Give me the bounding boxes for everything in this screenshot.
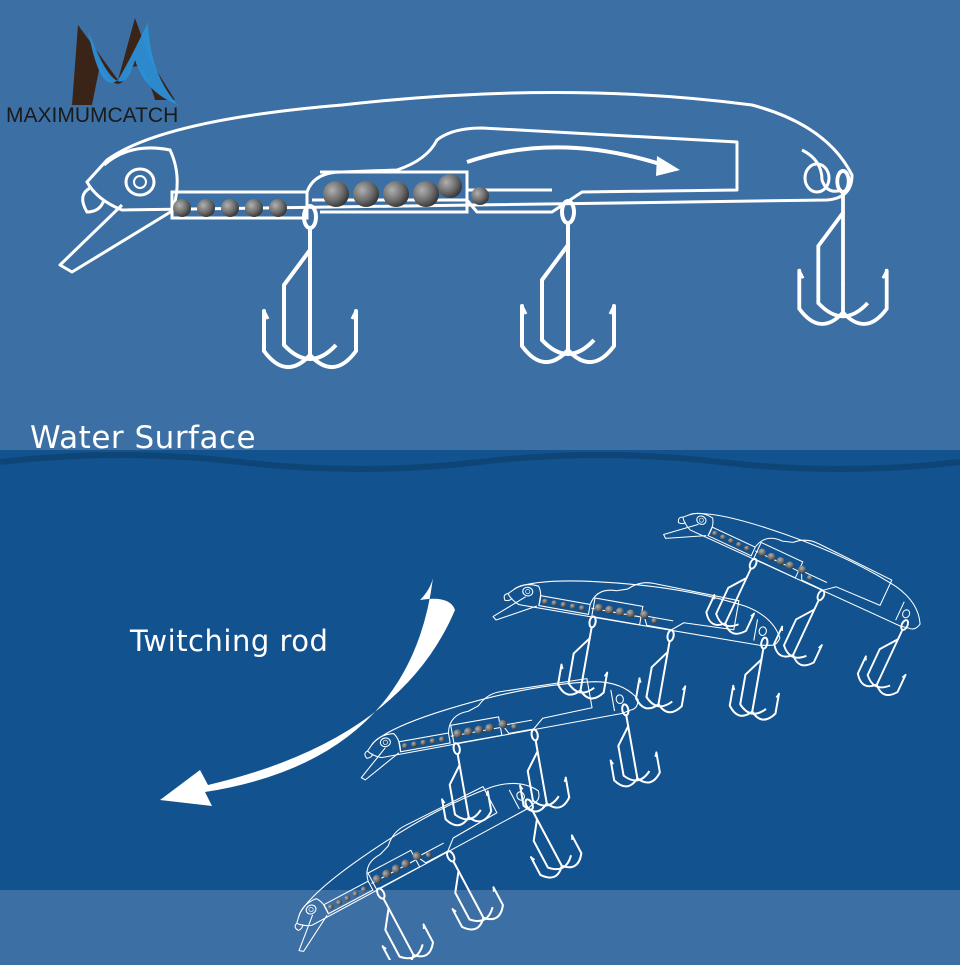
- water-background: [0, 450, 960, 890]
- ball-weight-icon: [383, 181, 409, 207]
- ball-weight-icon: [353, 181, 379, 207]
- curved-arrow-icon: [466, 145, 673, 170]
- ball-weight-icon: [471, 187, 489, 205]
- ball-weight-icon: [173, 199, 191, 217]
- brand-name: MAXIMUMCATCH: [6, 104, 179, 127]
- water-surface-line: [0, 452, 960, 472]
- ball-weight-icon: [221, 199, 239, 217]
- curved-arrow-icon: [160, 578, 455, 806]
- twitching-rod-label: Twitching rod: [130, 624, 329, 658]
- m-wave-logo-icon: [72, 18, 178, 105]
- ball-weight-icon: [245, 199, 263, 217]
- ball-weight-icon: [323, 181, 349, 207]
- ball-weight-icon: [197, 199, 215, 217]
- ball-weight-icon: [269, 199, 287, 217]
- lure-detail: [58, 91, 889, 370]
- water-surface-label: Water Surface: [30, 420, 257, 456]
- ball-weight-icon: [438, 174, 462, 198]
- ball-weight-icon: [413, 181, 439, 207]
